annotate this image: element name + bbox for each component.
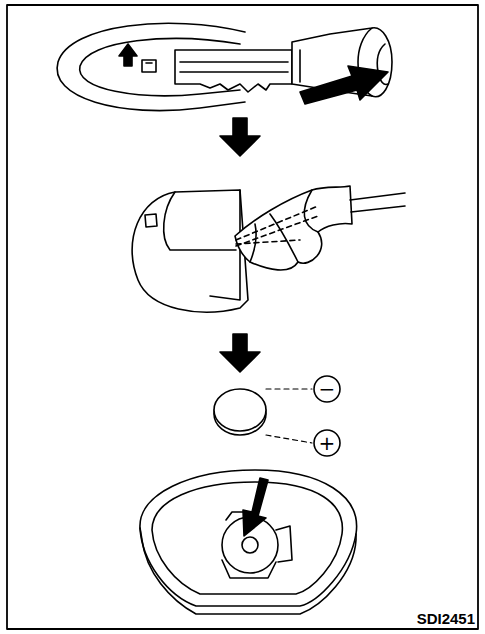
step-arrow xyxy=(220,334,260,372)
insert-arrow xyxy=(243,478,268,536)
frame xyxy=(7,5,478,629)
cloth-wrapped-screwdriver xyxy=(235,186,405,270)
fob-case xyxy=(140,470,357,614)
leader-line xyxy=(266,388,312,389)
polarity-plus: + xyxy=(319,433,336,453)
coin-battery xyxy=(214,389,266,435)
leader-line xyxy=(266,435,312,443)
step-arrow xyxy=(220,118,260,156)
figure-code: SDI2451 xyxy=(417,611,475,626)
polarity-minus: − xyxy=(319,379,336,399)
polarity-circle xyxy=(314,430,340,456)
fob-half xyxy=(132,190,248,312)
release-arrow xyxy=(119,44,137,66)
polarity-circle xyxy=(314,376,340,402)
pull-arrow xyxy=(300,66,388,104)
